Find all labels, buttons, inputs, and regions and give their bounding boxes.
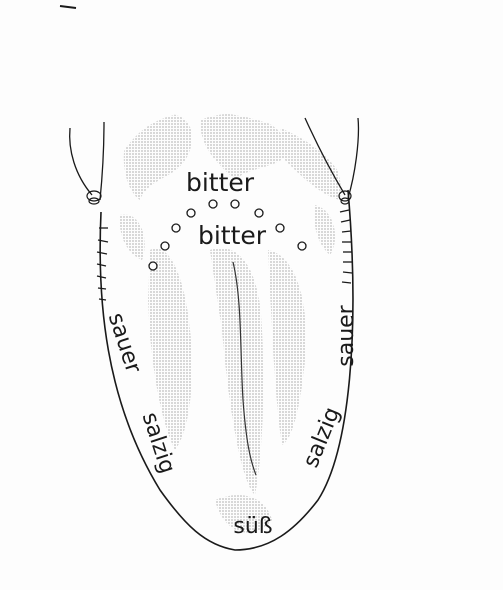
shade-region (120, 214, 145, 260)
left-root-strand (70, 128, 92, 195)
papilla-circle (231, 200, 239, 208)
papilla-circle (149, 262, 157, 270)
shade-region (314, 205, 335, 255)
label-bitter-top: bitter (186, 168, 255, 197)
shade-region (124, 113, 192, 200)
shade-region (280, 125, 341, 200)
left-knot (87, 191, 101, 204)
label-bitter-inner: bitter (198, 221, 267, 250)
label-sauer-left: sauer (103, 310, 146, 377)
papilla-circle (172, 224, 180, 232)
papilla-circle (161, 242, 169, 250)
papilla-circle (255, 209, 263, 217)
right-root-strand (348, 118, 358, 198)
left-tick-marks (97, 228, 108, 300)
left-root-strand (100, 122, 104, 200)
label-sauer-right: sauer (334, 304, 359, 366)
label-salzig-right: salzig (299, 404, 346, 471)
papilla-circle (209, 200, 217, 208)
papilla-circle (187, 209, 195, 217)
papilla-circle (298, 242, 306, 250)
label-suess: süß (233, 514, 272, 539)
shade-region (268, 250, 306, 445)
papilla-circle (276, 224, 284, 232)
top-mark (60, 6, 76, 8)
